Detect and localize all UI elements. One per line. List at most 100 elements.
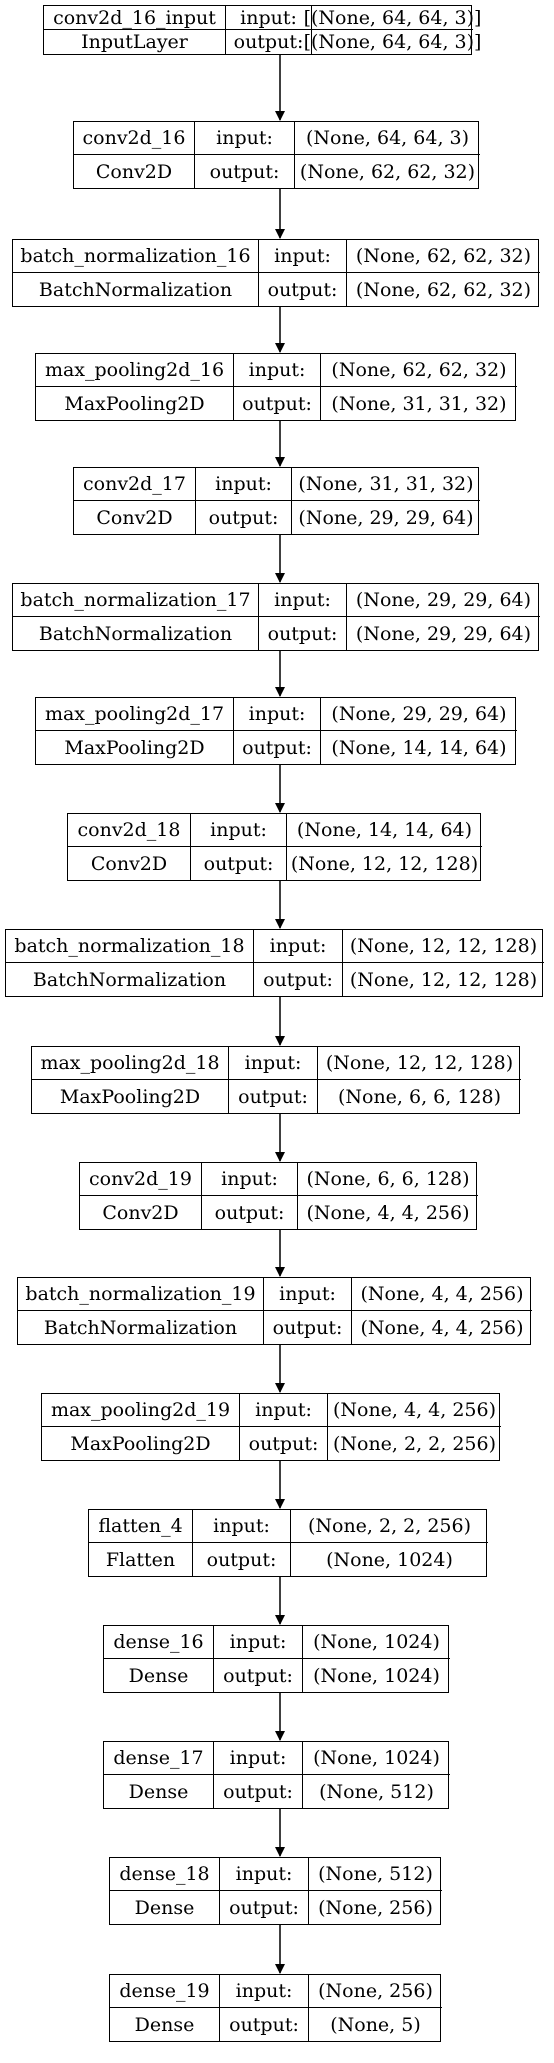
layer-type: InputLayer	[44, 30, 226, 54]
layer-name: dense_17	[104, 1742, 214, 1775]
output-label: output:	[264, 1311, 352, 1344]
output-label: output:	[214, 1659, 303, 1692]
output-shape: (None, 62, 62, 32)	[299, 160, 476, 183]
layer-name: conv2d_16	[74, 122, 195, 155]
output-label: output:	[220, 2008, 309, 2041]
input-label: input:	[259, 584, 347, 617]
layer-type: BatchNormalization	[18, 1311, 264, 1344]
layer-name: max_pooling2d_18	[32, 1047, 229, 1080]
layer-name: batch_normalization_16	[13, 240, 259, 273]
input-label: input:	[193, 1510, 291, 1543]
input-shape: (None, 6, 6, 128)	[298, 1163, 478, 1196]
input-shape: (None, 1024)	[303, 1742, 450, 1775]
output-shape: (None, 14, 14, 64)	[331, 736, 507, 759]
output-shape: (None, 1024)	[326, 1548, 453, 1571]
output-label: output:	[191, 847, 287, 880]
layer-type: Dense	[110, 1891, 220, 1924]
output-label: output:	[214, 1775, 303, 1808]
layer-name: batch_normalization_18	[6, 930, 254, 963]
input-shape: (None, 12, 12, 128)	[343, 930, 544, 963]
layer-type: MaxPooling2D	[36, 387, 234, 420]
input-label: input:	[234, 354, 321, 387]
input-shape: (None, 4, 4, 256)	[352, 1278, 532, 1311]
layer-type: MaxPooling2D	[32, 1080, 229, 1113]
output-shape: (None, 12, 12, 128)	[349, 968, 538, 991]
layer-name: dense_18	[110, 1858, 220, 1891]
output-label: output:	[259, 617, 347, 650]
output-label: output:	[254, 963, 343, 996]
output-label: output:	[226, 30, 312, 54]
layer-name: batch_normalization_19	[18, 1278, 264, 1311]
output-shape: (None, 6, 6, 128)	[337, 1085, 502, 1108]
layer-type: MaxPooling2D	[36, 731, 234, 764]
input-label: input:	[229, 1047, 318, 1080]
layer-type: Conv2D	[74, 501, 196, 534]
input-shape: (None, 12, 12, 128)	[318, 1047, 521, 1080]
input-label: input:	[220, 1975, 309, 2008]
input-label: input:	[214, 1626, 303, 1659]
layer-name: flatten_4	[89, 1510, 193, 1543]
layer-type: Dense	[104, 1775, 214, 1808]
layer-name: conv2d_17	[74, 468, 196, 501]
input-shape: [(None, 64, 64, 3)]	[303, 6, 482, 30]
output-label: output:	[196, 501, 292, 534]
input-shape: (None, 14, 14, 64)	[287, 814, 482, 847]
layer-name: conv2d_16_input	[44, 6, 226, 30]
input-label: input:	[191, 814, 287, 847]
input-shape: (None, 256)	[309, 1975, 442, 2008]
output-shape: (None, 5)	[330, 2013, 421, 2036]
input-shape: (None, 31, 31, 32)	[292, 468, 480, 501]
layer-name: max_pooling2d_17	[36, 698, 234, 731]
input-label: input:	[226, 6, 312, 30]
output-shape: (None, 12, 12, 128)	[290, 852, 479, 875]
output-label: output:	[240, 1427, 328, 1460]
output-label: output:	[259, 273, 347, 306]
output-shape: (None, 29, 29, 64)	[355, 622, 532, 645]
layer-type: Conv2D	[74, 155, 195, 188]
input-shape: (None, 29, 29, 64)	[321, 698, 517, 731]
layer-type: BatchNormalization	[13, 617, 259, 650]
input-label: input:	[195, 122, 295, 155]
output-shape: (None, 31, 31, 32)	[331, 392, 507, 415]
output-shape: [(None, 64, 64, 3)]	[303, 31, 482, 53]
input-label: input:	[254, 930, 343, 963]
input-shape: (None, 512)	[309, 1858, 442, 1891]
layer-name: batch_normalization_17	[13, 584, 259, 617]
output-shape: (None, 4, 4, 256)	[306, 1201, 470, 1224]
output-label: output:	[234, 387, 321, 420]
output-shape: (None, 256)	[318, 1896, 433, 1919]
input-shape: (None, 2, 2, 256)	[291, 1510, 488, 1543]
input-label: input:	[240, 1394, 328, 1427]
input-shape: (None, 62, 62, 32)	[321, 354, 517, 387]
input-label: input:	[202, 1163, 298, 1196]
output-shape: (None, 2, 2, 256)	[332, 1432, 497, 1455]
layer-type: Flatten	[89, 1543, 193, 1576]
layer-type: Conv2D	[80, 1196, 202, 1229]
output-label: output:	[193, 1543, 291, 1576]
input-shape: (None, 64, 64, 3)	[295, 122, 480, 155]
layer-name: dense_16	[104, 1626, 214, 1659]
output-label: output:	[234, 731, 321, 764]
layer-type: Conv2D	[68, 847, 191, 880]
input-label: input:	[264, 1278, 352, 1311]
input-label: input:	[259, 240, 347, 273]
